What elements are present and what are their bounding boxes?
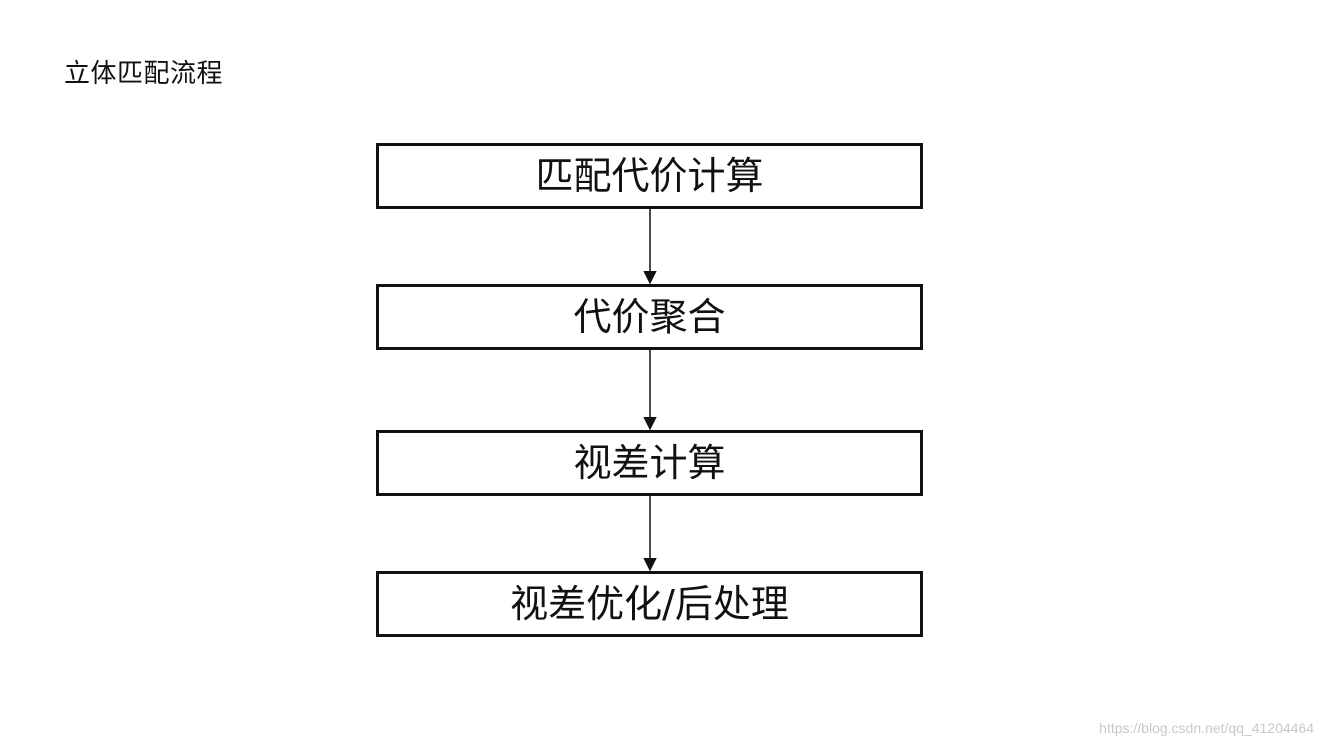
step-label: 视差计算 xyxy=(573,441,726,485)
step-label: 匹配代价计算 xyxy=(535,154,764,198)
step-matching-cost-computation: 匹配代价计算 xyxy=(376,143,923,209)
diagram-title: 立体匹配流程 xyxy=(64,59,224,89)
step-disparity-computation: 视差计算 xyxy=(376,430,923,496)
step-disparity-refinement: 视差优化/后处理 xyxy=(376,571,923,637)
watermark-url: https://blog.csdn.net/qq_41204464 xyxy=(1099,720,1314,736)
step-cost-aggregation: 代价聚合 xyxy=(376,284,923,350)
step-label: 视差优化/后处理 xyxy=(510,582,789,626)
step-label: 代价聚合 xyxy=(573,295,726,339)
